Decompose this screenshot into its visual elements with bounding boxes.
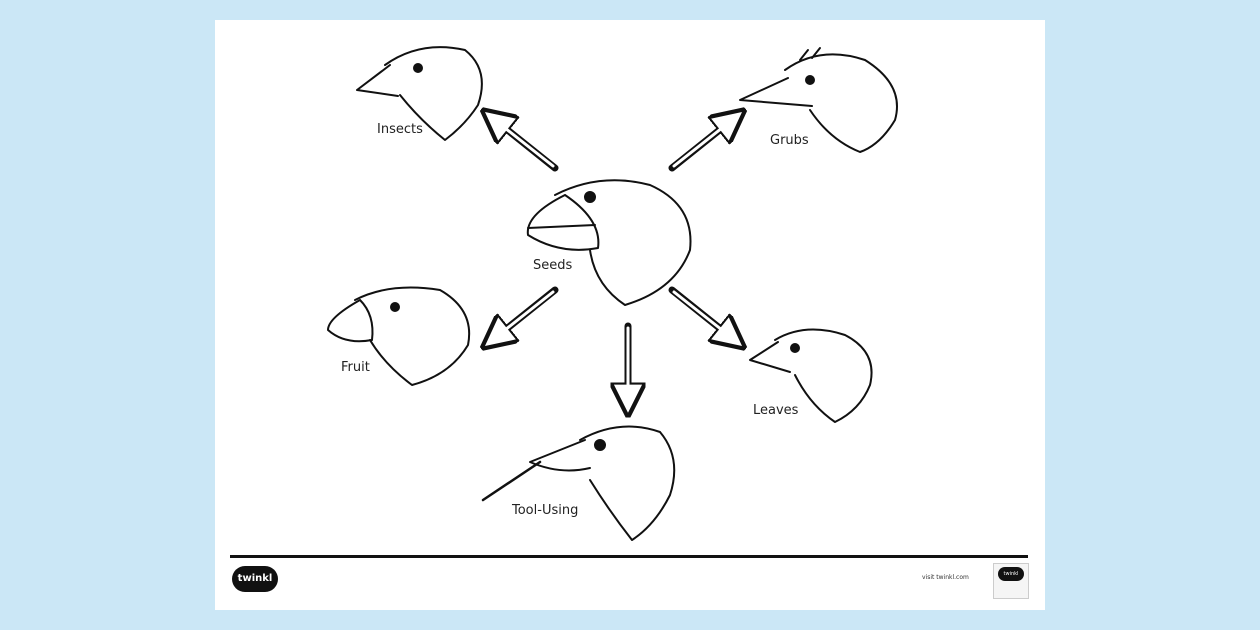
finch-head-insects xyxy=(356,46,483,141)
finch-head-tool-using xyxy=(481,425,676,541)
finch-head-seeds xyxy=(526,179,692,306)
twinkl-logo: twinkl xyxy=(232,566,278,592)
twig-tool xyxy=(481,460,542,502)
footer-divider xyxy=(230,555,1028,558)
finch-head-fruit xyxy=(327,286,471,386)
finch-head-grubs xyxy=(739,47,898,153)
footer-url[interactable]: visit twinkl.com xyxy=(922,574,969,581)
label-seeds: Seeds xyxy=(533,258,573,273)
finch-head-leaves xyxy=(749,328,873,423)
label-grubs: Grubs xyxy=(770,133,809,148)
twinkl-badge: twinkl xyxy=(993,563,1029,599)
label-fruit: Fruit xyxy=(341,360,370,375)
worksheet-page xyxy=(215,20,1045,610)
label-insects: Insects xyxy=(377,122,423,137)
badge-logo: twinkl xyxy=(998,567,1024,581)
label-leaves: Leaves xyxy=(753,403,799,418)
label-tool-using: Tool-Using xyxy=(512,503,579,518)
